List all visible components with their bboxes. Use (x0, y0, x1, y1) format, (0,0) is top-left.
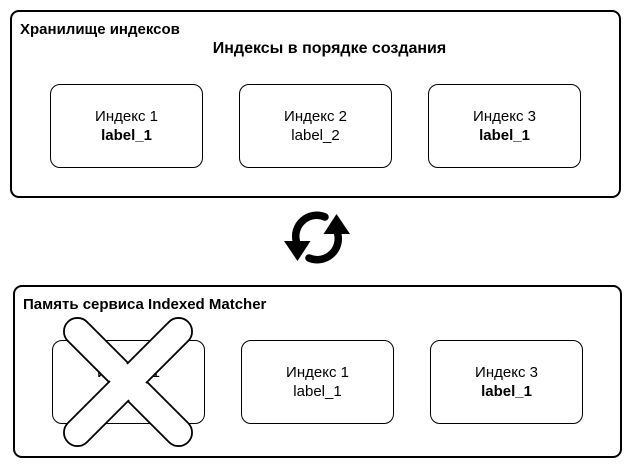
index-card: Индекс 3 label_1 (430, 340, 583, 424)
index-name: Индекс 1 (286, 364, 349, 381)
index-label: label_1 (481, 383, 532, 400)
index-name: Индекс 3 (475, 364, 538, 381)
matcher-panel-title: Память сервиса Indexed Matcher (23, 296, 267, 313)
index-label: label_1 (101, 127, 152, 144)
index-card: Индекс 2 label_2 (239, 84, 392, 168)
index-label: label_1 (479, 127, 530, 144)
sync-arrows-icon (280, 204, 354, 271)
index-card: Индекс 1 label_1 (241, 340, 394, 424)
storage-panel-title: Хранилище индексов (20, 21, 180, 38)
index-name: Индекс 3 (473, 108, 536, 125)
storage-subtitle: Индексы в порядке создания (212, 40, 447, 57)
index-name: Индекс 1 (95, 108, 158, 125)
cross-out-icon (58, 312, 198, 452)
index-card: Индекс 3 label_1 (428, 84, 581, 168)
index-label: label_2 (291, 127, 340, 144)
index-name: Индекс 2 (284, 108, 347, 125)
storage-index-row: Индекс 1 label_1 Индекс 2 label_2 Индекс… (12, 84, 619, 168)
storage-panel: Хранилище индексов Индексы в порядке соз… (10, 10, 621, 198)
matcher-panel: Память сервиса Indexed Matcher Индекс 1 … (13, 285, 622, 458)
index-card: Индекс 1 label_1 (50, 84, 203, 168)
index-label: label_1 (293, 383, 342, 400)
